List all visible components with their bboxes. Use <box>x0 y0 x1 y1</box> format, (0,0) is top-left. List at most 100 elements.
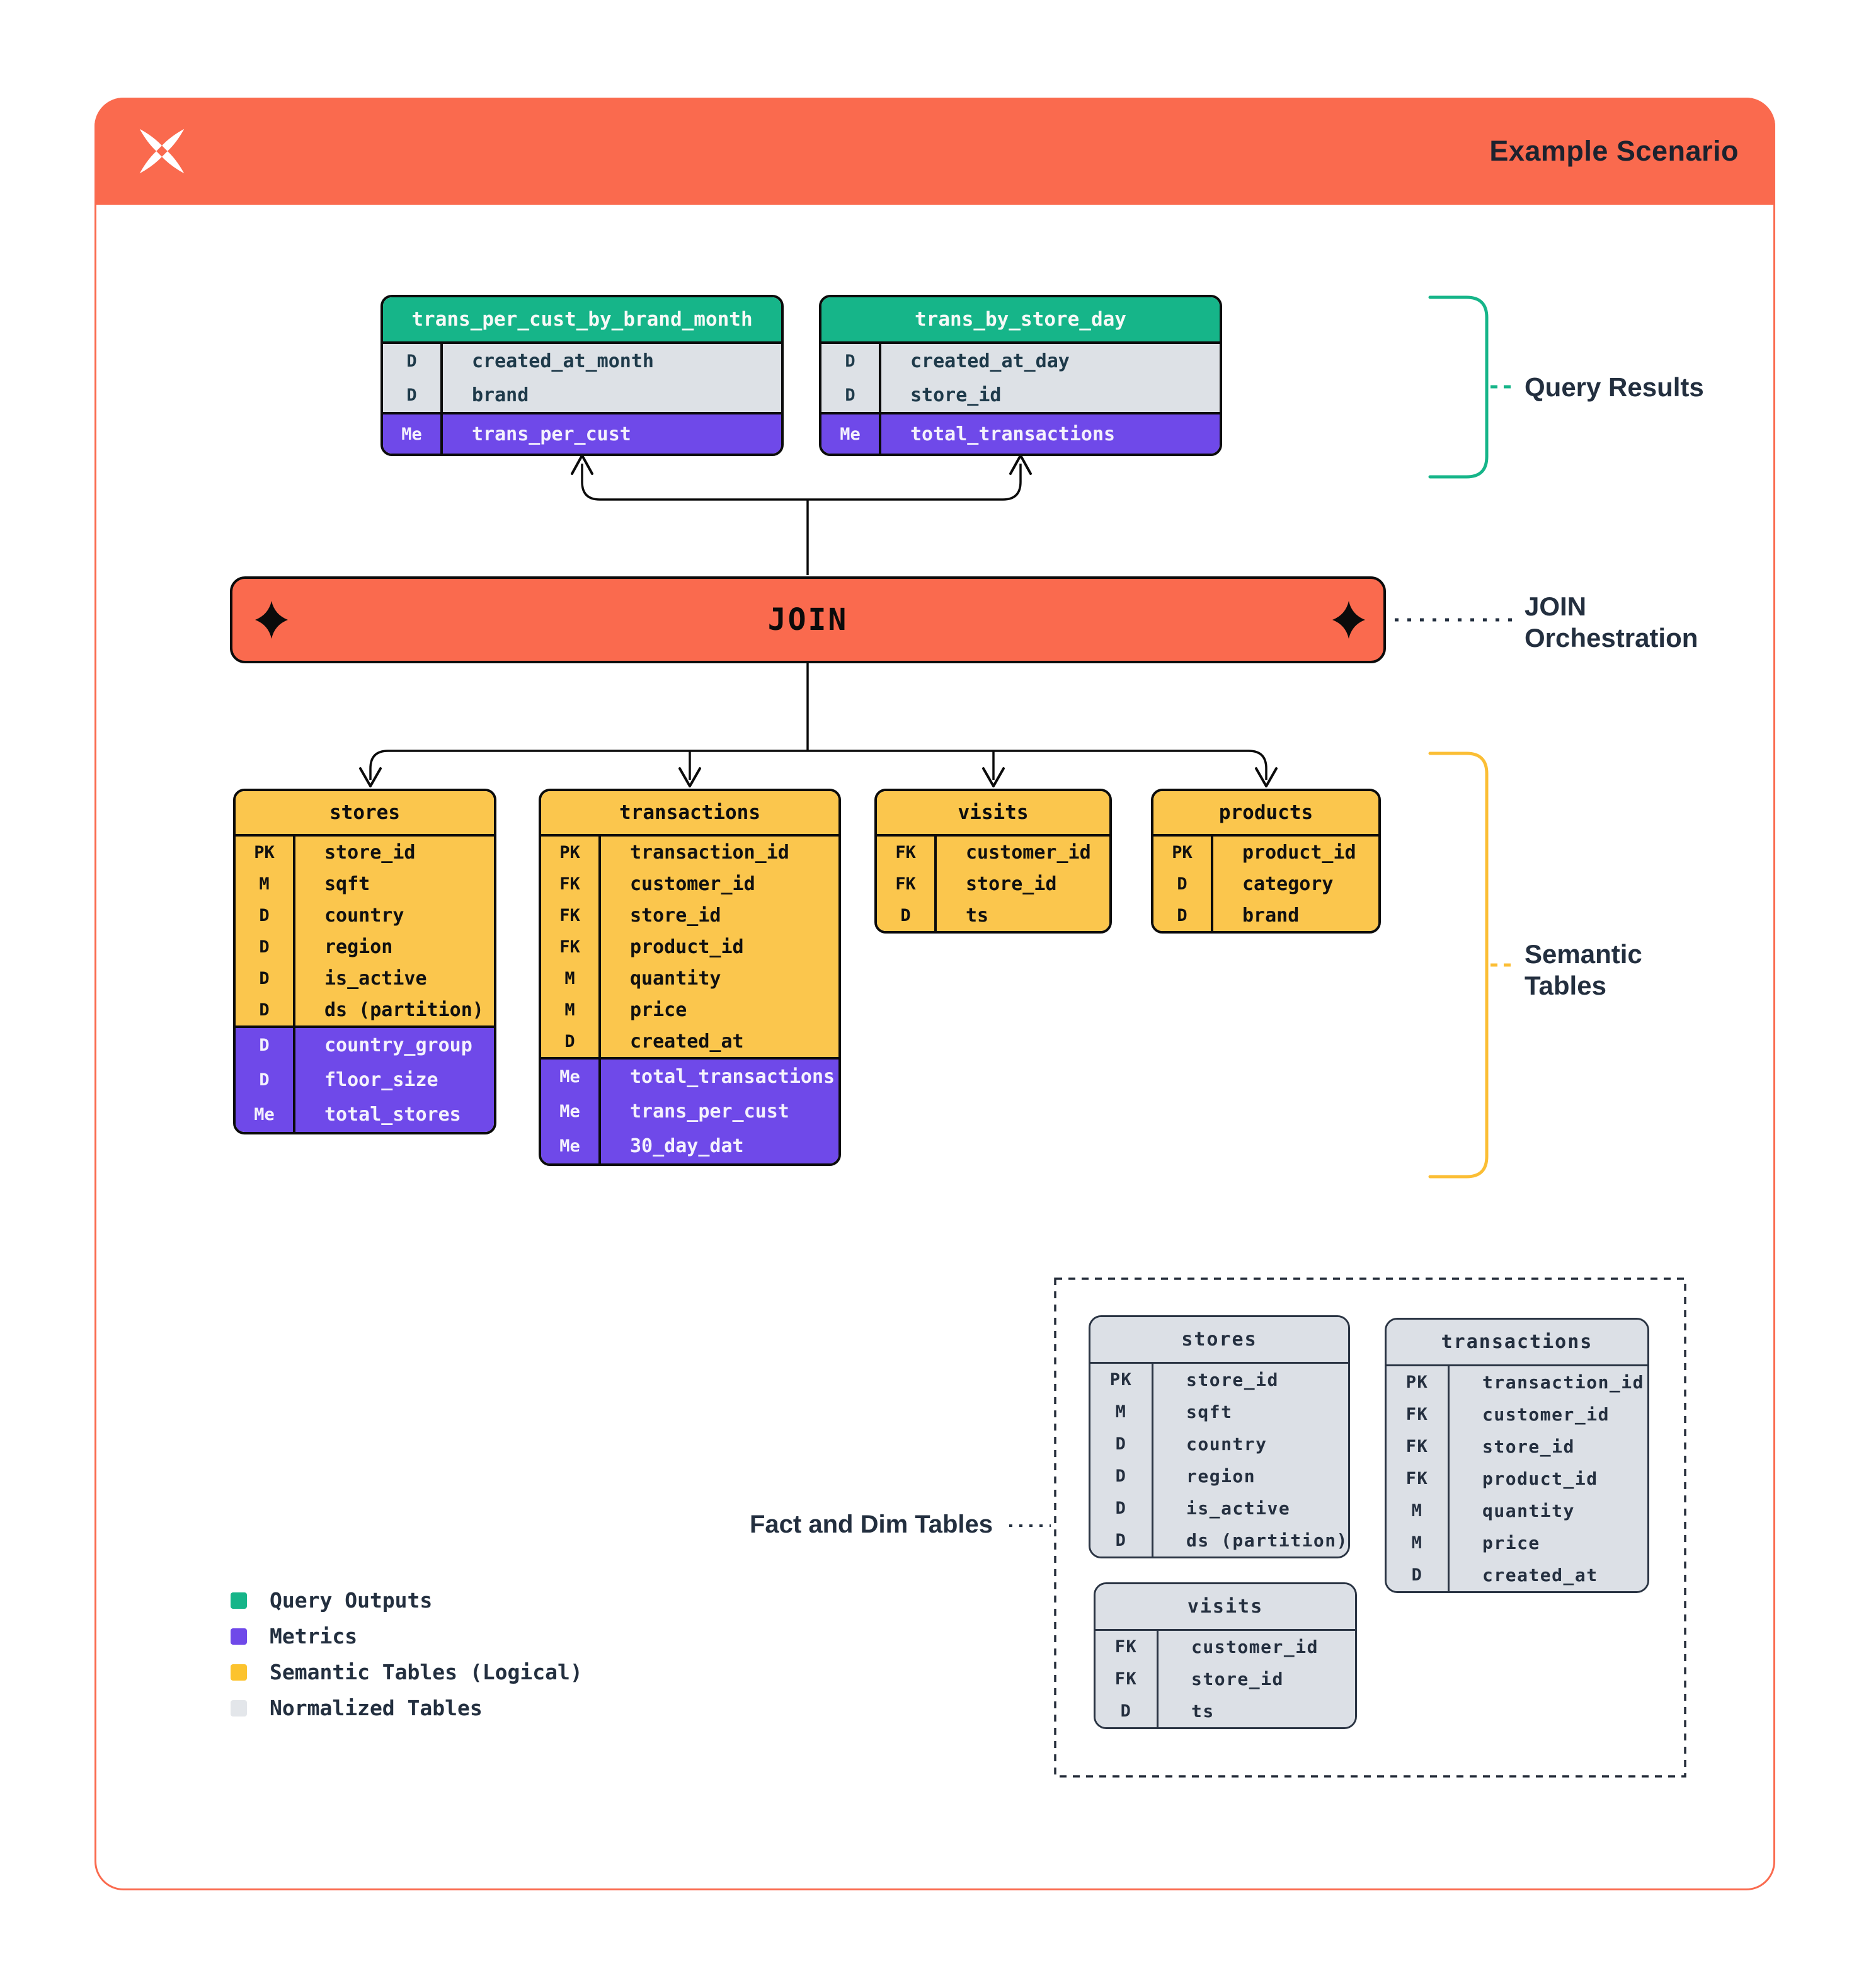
row-key: D <box>541 1025 601 1057</box>
row-key: PK <box>1153 837 1213 868</box>
row-key: FK <box>1387 1398 1450 1431</box>
row-key: Me <box>541 1060 601 1094</box>
row-field: quantity <box>1482 1500 1575 1521</box>
row-field: created_at <box>630 1030 744 1053</box>
row-key: FK <box>541 868 601 900</box>
row-field: customer_id <box>1482 1404 1610 1425</box>
row-key: FK <box>541 931 601 963</box>
table-title: stores <box>1090 1317 1348 1364</box>
row-field: brand <box>1242 904 1300 927</box>
row-field: ts <box>1191 1701 1215 1722</box>
row-field: product_id <box>1482 1468 1598 1489</box>
row-key: D <box>821 378 881 412</box>
row-field: store_id <box>910 384 1002 406</box>
table-row: FK store_id <box>541 900 838 931</box>
row-key: D <box>383 378 443 412</box>
row-field: ds (partition) <box>1186 1530 1349 1551</box>
row-key: D <box>1153 900 1213 931</box>
row-key: D <box>1096 1695 1159 1727</box>
row-field: store_id <box>630 904 721 927</box>
row-key: Me <box>383 414 443 454</box>
row-field: is_active <box>1186 1498 1291 1519</box>
row-key: D <box>236 931 295 963</box>
row-key: FK <box>1387 1463 1450 1495</box>
row-field: 30_day_dat <box>630 1135 744 1157</box>
row-key: M <box>1387 1527 1450 1559</box>
row-key: D <box>1090 1524 1153 1557</box>
row-key: FK <box>1387 1431 1450 1463</box>
legend-swatch <box>231 1628 247 1645</box>
row-key: Me <box>541 1094 601 1129</box>
row-field: region <box>1186 1466 1256 1487</box>
table-title: trans_per_cust_by_brand_month <box>383 297 781 344</box>
row-field: floor_size <box>324 1069 438 1091</box>
row-key: D <box>236 963 295 994</box>
row-key: FK <box>1096 1631 1159 1663</box>
table-title: visits <box>877 791 1109 837</box>
row-field: store_id <box>966 872 1057 895</box>
row-field: product_id <box>1242 841 1356 864</box>
legend-swatch <box>231 1592 247 1609</box>
table-row: PK product_id <box>1153 837 1378 868</box>
legend-item: Metrics <box>231 1618 583 1654</box>
row-field: region <box>324 935 393 958</box>
row-key: D <box>1090 1492 1153 1524</box>
row-key: D <box>236 900 295 931</box>
row-field: created_at_month <box>472 350 654 372</box>
row-key: M <box>541 963 601 994</box>
semantic-tables-label: Semantic Tables <box>1525 939 1642 1000</box>
row-field: transaction_id <box>1482 1372 1645 1393</box>
row-key: FK <box>541 900 601 931</box>
query-results-label: Query Results <box>1525 372 1704 402</box>
row-field: store_id <box>1191 1669 1284 1689</box>
join-orchestration-bar: JOIN <box>230 576 1386 663</box>
row-field: total_stores <box>324 1104 461 1126</box>
row-key: D <box>383 344 443 378</box>
legend-item: Semantic Tables (Logical) <box>231 1654 583 1690</box>
row-key: D <box>236 1028 295 1063</box>
row-key: D <box>236 1063 295 1097</box>
table-title: products <box>1153 791 1378 837</box>
fact-dim-tables-label: Fact and Dim Tables <box>749 1511 993 1538</box>
row-field: customer_id <box>630 872 755 895</box>
page-title: Example Scenario <box>1489 135 1739 167</box>
row-field: is_active <box>324 967 427 990</box>
